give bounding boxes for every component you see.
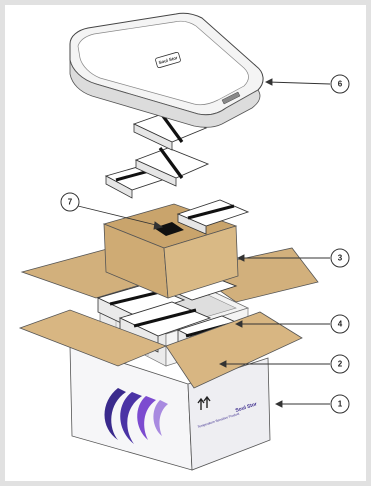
- callout-leaders: [77, 78, 331, 408]
- callout-7-label: 7: [68, 198, 73, 207]
- callout-2-label: 2: [338, 360, 343, 369]
- refrigerant-pack-stack: [104, 111, 210, 199]
- lid-brand-badge: Soul Stor: [155, 51, 181, 69]
- lid-brand-text: Soul Stor: [158, 55, 178, 65]
- callout-4: 4: [330, 314, 350, 334]
- callout-4-label: 4: [338, 320, 343, 329]
- this-side-up-icon: [197, 395, 211, 410]
- insulated-lid: Soul Stor: [69, 12, 264, 128]
- callout-3: 3: [330, 248, 350, 268]
- callout-6: 6: [330, 74, 350, 94]
- outer-box: Temperature Sensitive Product Soul Stor: [69, 345, 271, 471]
- sensor-slot: [154, 222, 184, 236]
- callout-3-label: 3: [338, 254, 343, 263]
- callout-1-label: 1: [338, 400, 343, 409]
- box-front-right-flap: [165, 311, 303, 389]
- callout-2: 2: [330, 354, 350, 374]
- callout-7: 7: [60, 192, 80, 212]
- callout-1: 1: [330, 394, 350, 414]
- callout-6-label: 6: [338, 80, 343, 89]
- brand-logo-graphic: [104, 388, 168, 444]
- refrigerant-pack-top: [176, 199, 250, 235]
